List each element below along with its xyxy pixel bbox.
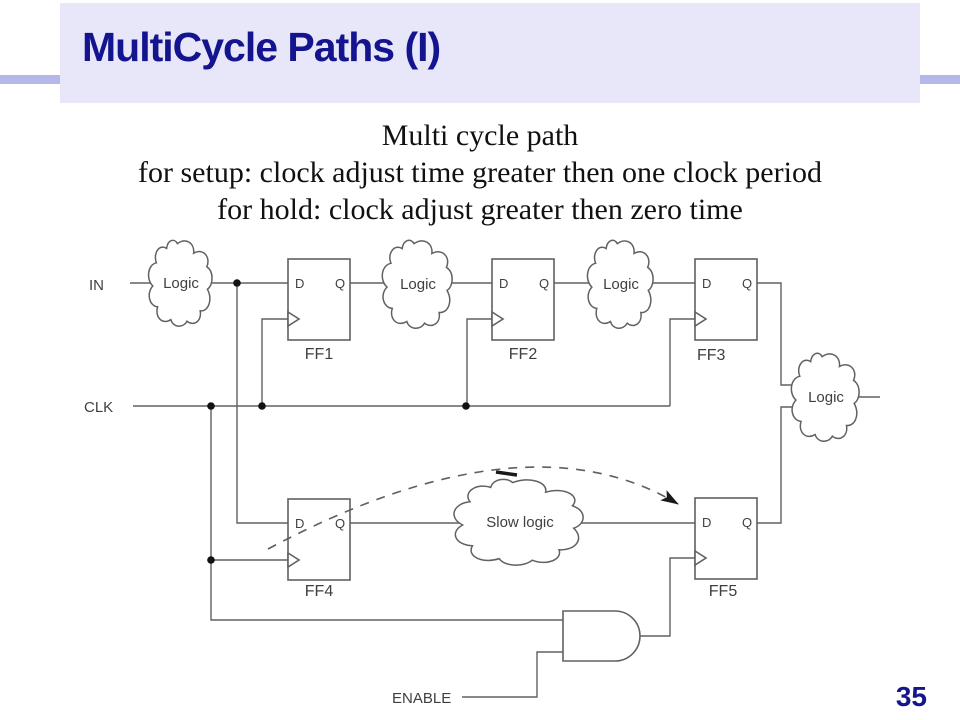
junction-dot <box>207 402 215 410</box>
junction-dot <box>233 279 241 287</box>
ff3-d-pin: D <box>702 276 711 291</box>
page-number: 35 <box>895 681 927 712</box>
wire-ff5-to-logic4 <box>757 406 795 524</box>
ff2-clock-triangle-icon <box>491 310 505 328</box>
junction-dot <box>258 402 266 410</box>
wire-and-to-ff5-clk <box>640 557 695 637</box>
ff1-box <box>287 258 351 341</box>
slow-logic-cloud-label: Slow logic <box>486 514 554 531</box>
wire-clk-ff3 <box>669 318 695 406</box>
junction-dot <box>462 402 470 410</box>
in-signal-label: IN <box>89 277 104 294</box>
clock-wires <box>133 318 695 698</box>
ff2-name: FF2 <box>509 346 538 363</box>
ff3-name: FF3 <box>697 347 726 364</box>
junction-dot <box>207 556 215 564</box>
wire-clk-ff1 <box>261 318 288 406</box>
arc-emphasis-dash <box>495 470 518 477</box>
ff5-name: FF5 <box>709 583 738 600</box>
description-block: Multi cycle path for setup: clock adjust… <box>0 117 960 228</box>
ff3-clock-triangle-icon <box>694 310 708 328</box>
ff4-box <box>287 498 351 581</box>
logic-cloud-3-label: Logic <box>603 276 639 293</box>
flipflop-ff3: D Q FF3 <box>694 258 758 364</box>
description-line-3: for hold: clock adjust greater then zero… <box>217 193 743 226</box>
ff1-d-pin: D <box>295 276 304 291</box>
flipflop-ff2: D Q FF2 <box>491 258 555 363</box>
enable-signal-label: ENABLE <box>392 690 451 707</box>
logic-clouds: Logic Logic Logic Logic Slow logic <box>149 240 860 565</box>
logic-cloud-4-label: Logic <box>808 389 844 406</box>
clk-signal-label: CLK <box>84 399 113 416</box>
ff1-clock-triangle-icon <box>287 310 301 328</box>
description-line-1: Multi cycle path <box>381 119 579 152</box>
ff3-q-pin: Q <box>742 276 752 291</box>
ff5-d-pin: D <box>702 515 711 530</box>
ff2-q-pin: Q <box>539 276 549 291</box>
junction-dots <box>207 279 470 564</box>
wire-clk-ff2 <box>466 318 492 406</box>
ff1-name: FF1 <box>305 346 334 363</box>
wire-branch-to-ff4 <box>236 283 288 524</box>
flipflop-ff1: D Q FF1 <box>287 258 351 363</box>
wire-enable-to-and <box>462 651 563 698</box>
title-box: MultiCycle Paths (I) <box>60 3 920 103</box>
and-gate <box>562 610 641 662</box>
ff5-box <box>694 497 758 580</box>
flipflop-ff4: D Q FF4 <box>287 498 351 600</box>
wire-ff3-to-logic4 <box>757 282 795 386</box>
slide-title: MultiCycle Paths (I) <box>82 24 441 70</box>
multicycle-path-arrow <box>267 466 679 550</box>
dashed-arc <box>267 466 679 550</box>
description-line-2: for setup: clock adjust time greater the… <box>138 156 822 189</box>
logic-cloud-2-label: Logic <box>400 276 436 293</box>
signal-wires <box>130 282 880 524</box>
ff1-q-pin: Q <box>335 276 345 291</box>
flipflop-ff5: D Q FF5 <box>694 497 758 600</box>
logic-cloud-1-label: Logic <box>163 275 199 292</box>
ff3-box <box>694 258 758 341</box>
wire-clk-to-and-gate <box>210 406 563 621</box>
ff2-box <box>491 258 555 341</box>
ff4-d-pin: D <box>295 516 304 531</box>
ff2-d-pin: D <box>499 276 508 291</box>
ff4-clock-triangle-icon <box>287 551 301 569</box>
ff5-q-pin: Q <box>742 515 752 530</box>
ff4-q-pin: Q <box>335 516 345 531</box>
ff5-clock-triangle-icon <box>694 549 708 567</box>
ff4-name: FF4 <box>305 583 334 600</box>
